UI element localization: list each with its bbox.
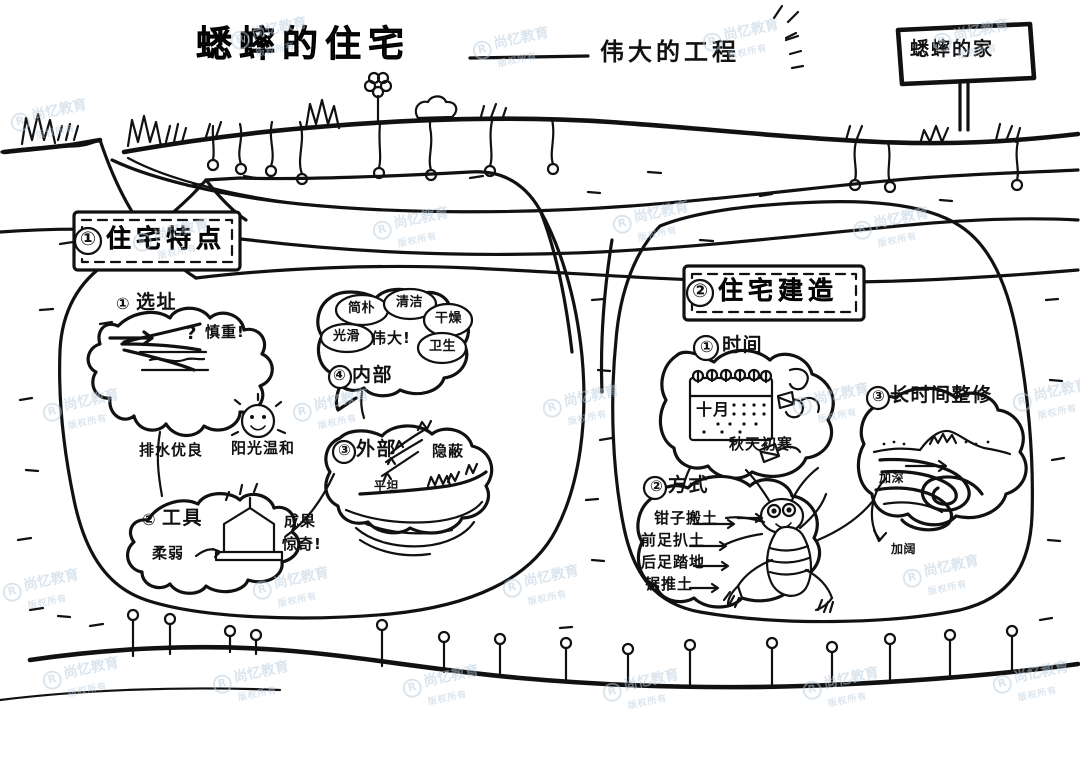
section-2-number: ②	[692, 280, 710, 302]
section-1-heading: 住宅特点	[106, 224, 227, 253]
node-time-label: 时间	[722, 334, 764, 356]
renovation-widen: 加阔	[891, 542, 917, 556]
section-1-header-box	[72, 210, 242, 272]
section-2-header-box	[682, 264, 866, 322]
node-site-label: 选址	[136, 291, 178, 313]
interior-bubble-clean: 清洁	[396, 295, 424, 310]
flower-decoration	[363, 71, 393, 124]
page-title: 蟋蟀的住宅	[196, 24, 412, 65]
node-site-sunlight: 阳光温和	[231, 439, 296, 457]
node-method-label: 方式	[668, 474, 710, 496]
node-tools-result: 成果	[284, 512, 317, 530]
title-dash	[468, 54, 590, 60]
node-site-careful: 慎重!	[205, 323, 245, 341]
node-interior-label: 内部	[352, 364, 394, 386]
renovation-deepen: 加深	[879, 471, 905, 485]
node-interior-number: ④	[333, 366, 347, 384]
method-item-saw: 锯推土	[645, 575, 694, 593]
subtitle-marks	[784, 31, 805, 70]
node-time-chamber	[658, 334, 835, 500]
interior-great: 伟大!	[371, 329, 411, 347]
node-time-season: 秋天初寒	[729, 435, 794, 453]
signpost-label: 蟋蟀的家	[910, 38, 995, 60]
node-renovation-chamber	[856, 385, 1028, 543]
node-exterior-number: ③	[338, 441, 352, 459]
method-item-hindlegs: 后足踏地	[641, 553, 706, 571]
interior-bubble-simple: 简朴	[348, 301, 376, 316]
node-site-drainage: 排水优良	[139, 441, 204, 459]
node-exterior-chamber	[284, 419, 494, 557]
node-tools-label: 工具	[162, 507, 204, 529]
node-method-number: ②	[650, 477, 664, 495]
calendar-month: 十月	[696, 400, 731, 419]
method-item-pincers: 钳子搬土	[654, 509, 719, 527]
underground-chamber-outlines	[58, 170, 1034, 624]
interior-bubble-dry: 干燥	[435, 311, 463, 326]
node-tools-cloud	[125, 482, 301, 595]
node-tools-amazing: 惊奇!	[282, 535, 322, 553]
cricket-illustration	[720, 466, 835, 614]
page-subtitle: 伟大的工程	[600, 38, 740, 66]
node-tools-weak: 柔弱	[152, 544, 185, 562]
node-tools-number: ②	[142, 510, 157, 529]
node-exterior-hidden: 隐蔽	[432, 442, 465, 460]
interior-bubble-hygienic: 卫生	[429, 339, 457, 354]
interior-bubble-smooth: 光滑	[333, 329, 361, 344]
node-site-selection-cloud	[86, 306, 287, 498]
node-renovation-number: ③	[872, 387, 886, 405]
section-2-heading: 住宅建造	[718, 276, 839, 305]
signpost	[772, 4, 1037, 132]
node-exterior-label: 外部	[356, 438, 398, 460]
node-site-question: ?	[186, 323, 198, 344]
bush-decoration	[414, 95, 458, 128]
section-1-number: ①	[80, 228, 98, 250]
method-item-forelegs: 前足扒土	[641, 531, 706, 549]
node-time-number: ①	[700, 337, 715, 356]
ground-surface-top	[0, 71, 1080, 326]
node-renovation-label: 长时间整修	[890, 384, 993, 406]
node-site-number: ①	[116, 294, 131, 313]
node-exterior-flat: 平坦	[374, 479, 400, 493]
ground-surface-bottom	[0, 606, 1080, 702]
node-interior-group	[316, 287, 474, 420]
soil-texture-marks	[16, 297, 1066, 563]
node-method-chamber	[636, 466, 884, 614]
